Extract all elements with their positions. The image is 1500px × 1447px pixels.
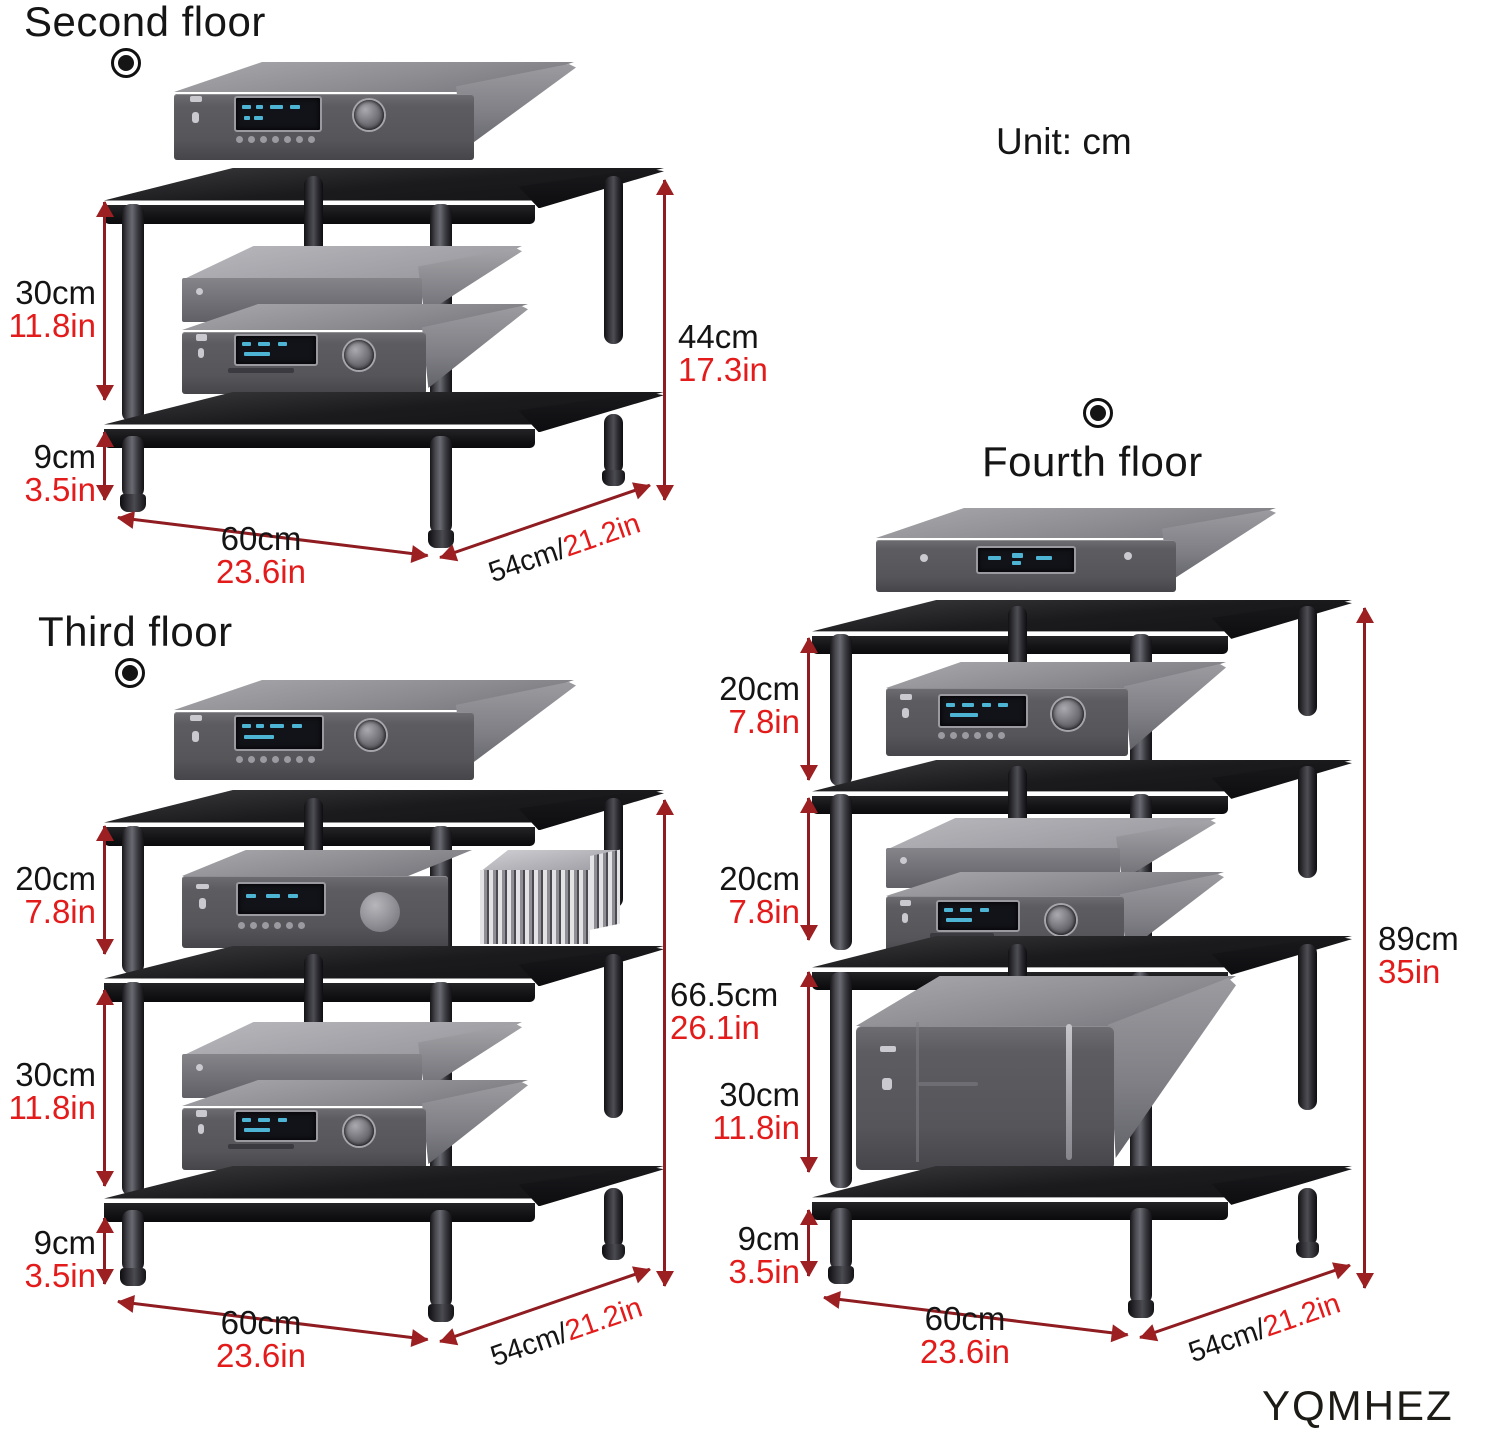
dim-label-second-total: 44cm 17.3in (678, 318, 768, 388)
foot-back-right (602, 1244, 625, 1260)
leg-back-right-2 (1298, 766, 1317, 878)
dim-rule-fourth-20cm-b (807, 798, 810, 940)
dim-label-fourth-20cm-b: 20cm 7.8in (719, 860, 800, 930)
dim-label-fourth-30cm: 30cm 11.8in (712, 1076, 800, 1146)
dim-rule-fourth-30cm (807, 972, 810, 1172)
foot-front-center (428, 530, 454, 548)
bullet-icon-second-floor (111, 48, 141, 78)
component-cd-player (182, 1080, 528, 1170)
dim-label-second-width: 60cm 23.6in (216, 520, 306, 590)
dim-rule-30cm (103, 202, 106, 400)
leg-base-front-left (830, 1208, 852, 1270)
dim-rule-fourth-20cm-a (807, 638, 810, 780)
dim-rule-fourth-9cm (807, 1210, 810, 1276)
leg-base-back-right (604, 414, 623, 474)
leg-back-right-1 (1298, 606, 1317, 716)
foot-back-right (602, 470, 625, 486)
foot-front-left (828, 1266, 854, 1284)
panel-title-second-floor: Second floor (24, 0, 266, 45)
bullet-icon-fourth-floor (1083, 398, 1113, 428)
shelf-2 (812, 760, 1352, 814)
shelf-bottom (104, 1166, 664, 1222)
leg-base-front-center (430, 1210, 452, 1308)
leg-base-back-right (604, 1188, 623, 1248)
dim-label-third-9cm: 9cm 3.5in (24, 1224, 96, 1294)
dim-label-second-30cm: 30cm 11.8in (8, 274, 96, 344)
rack-fourth-floor (812, 508, 1352, 1318)
leg-base-front-left (122, 1210, 144, 1272)
dim-label-second-9cm: 9cm 3.5in (24, 438, 96, 508)
dim-label-third-20cm: 20cm 7.8in (15, 860, 96, 930)
dim-label-fourth-total: 89cm 35in (1378, 920, 1459, 990)
leg-front-left-upper (122, 826, 144, 974)
dim-label-third-width: 60cm 23.6in (216, 1304, 306, 1374)
component-av-receiver (174, 680, 576, 780)
leg-base-front-center (1130, 1208, 1152, 1304)
foot-back-right (1296, 1242, 1319, 1258)
component-cd-transport (886, 818, 1216, 888)
shelf-4 (812, 1166, 1352, 1220)
dim-rule-third-30cm (103, 990, 106, 1186)
dim-rule-third-total (663, 800, 666, 1286)
component-av-receiver (174, 62, 576, 160)
dim-rule-9cm (103, 432, 106, 500)
shelf-bottom (104, 392, 664, 448)
component-cd-player (182, 304, 528, 394)
foot-front-left (120, 1268, 146, 1286)
leg-front-left-3 (830, 972, 852, 1188)
leg-front-left-lower (122, 982, 144, 1196)
leg-back-right (604, 176, 623, 344)
rack-third-floor (104, 680, 664, 1322)
dim-label-third-30cm: 30cm 11.8in (8, 1056, 96, 1126)
leg-base-back-right (1298, 1188, 1317, 1246)
component-integrated-amplifier (182, 850, 472, 948)
foot-front-left (120, 494, 146, 512)
shelf-middle (104, 946, 664, 1002)
dim-label-fourth-width: 60cm 23.6in (920, 1300, 1010, 1370)
dim-label-fourth-9cm: 9cm 3.5in (728, 1220, 800, 1290)
leg-back-right-lower (604, 954, 623, 1118)
dim-rule-third-9cm (103, 1218, 106, 1284)
shelf-top (104, 168, 664, 224)
component-av-receiver (886, 662, 1226, 756)
bullet-icon-third-floor (115, 658, 145, 688)
dim-label-fourth-20cm-a: 20cm 7.8in (719, 670, 800, 740)
component-media-streamer (876, 508, 1276, 592)
shelf-top (104, 790, 664, 846)
foot-front-center (428, 1304, 454, 1322)
leg-base-front-center (430, 436, 452, 534)
leg-base-front-left (122, 436, 144, 498)
dim-rule-total-44cm (663, 180, 666, 500)
heatsink-fins (480, 870, 590, 944)
dim-label-third-total: 66.5cm 26.1in (670, 976, 779, 1046)
heatsink-fins-side (590, 849, 620, 930)
shelf-1 (812, 600, 1352, 654)
leg-front-left-1 (830, 634, 852, 786)
dim-rule-third-20cm (103, 826, 106, 954)
leg-front-left-2 (830, 794, 852, 950)
leg-back-right-3 (1298, 944, 1317, 1110)
foot-front-center (1128, 1300, 1154, 1318)
panel-title-fourth-floor: Fourth floor (982, 438, 1203, 485)
component-power-amplifier (856, 976, 1236, 1170)
rack-second-floor (104, 62, 664, 548)
dim-rule-fourth-total (1363, 608, 1366, 1288)
panel-title-third-floor: Third floor (38, 608, 233, 655)
unit-note: Unit: cm (996, 121, 1132, 162)
leg-front-left (122, 204, 144, 422)
heatsink-top (480, 850, 620, 872)
brand-watermark: YQMHEZ (1262, 1382, 1454, 1429)
